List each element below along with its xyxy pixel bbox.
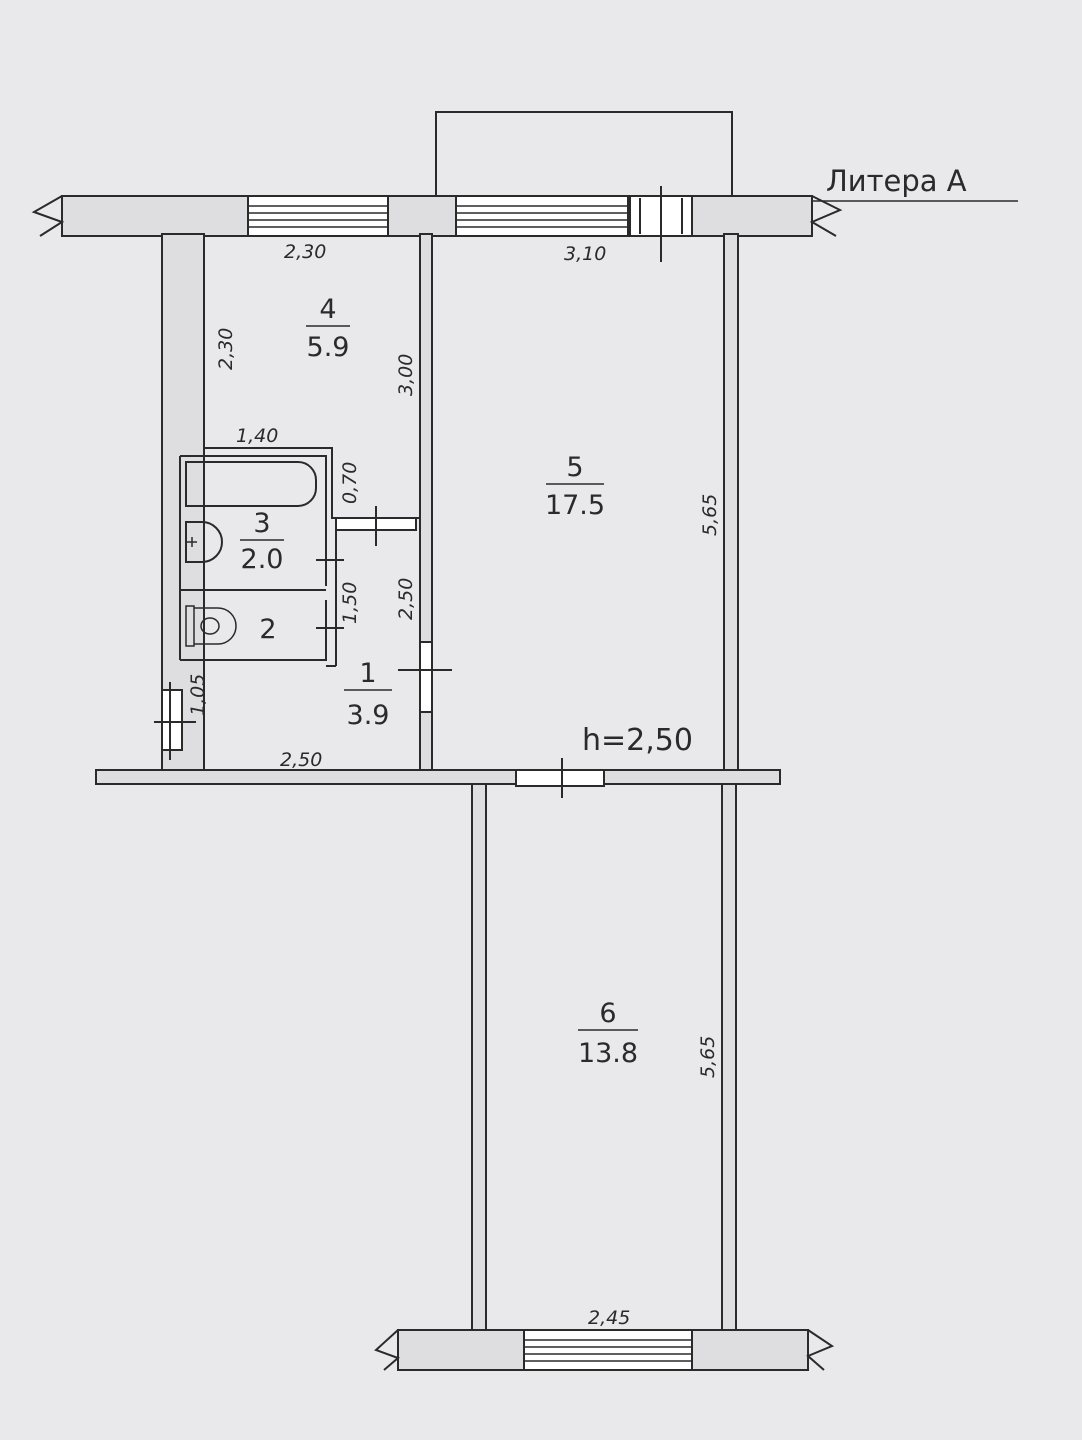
dim-hall-side: 2,50	[395, 578, 417, 620]
room-area: 2.0	[241, 544, 284, 575]
door-room6	[515, 758, 605, 798]
room-2-label: 2	[259, 614, 276, 645]
room6-right-wall	[721, 783, 737, 1331]
toilet-icon	[185, 605, 237, 647]
dim-right-room4: 3,00	[395, 354, 417, 396]
sink-icon	[185, 521, 223, 563]
wall-break-left-icon	[31, 195, 65, 237]
room-area: 17.5	[545, 490, 605, 521]
room-number: 2	[259, 614, 276, 645]
dim-left-room4: 2,30	[215, 328, 237, 370]
room-number: 4	[319, 294, 336, 325]
ceiling-height-label: h=2,50	[582, 723, 693, 758]
left-exterior-wall	[161, 233, 205, 771]
door-kitchen	[335, 506, 417, 546]
dim-hall-bottom: 2,50	[280, 749, 322, 771]
window-room5	[455, 195, 629, 237]
dim-room5-right: 5,65	[699, 494, 721, 536]
balcony	[435, 111, 733, 199]
top-exterior-wall	[61, 195, 813, 237]
dim-top-room4: 2,30	[284, 241, 326, 263]
dim-entry-depth: 1,05	[187, 674, 209, 716]
room-6-label: 6 13.8	[578, 998, 638, 1069]
door-room5	[398, 641, 452, 713]
entrance-door	[154, 682, 196, 760]
dim-room6-bottom: 2,45	[588, 1307, 630, 1329]
wall-break-right-icon	[809, 195, 843, 237]
wall-break-bottom-right-icon	[806, 1329, 835, 1371]
wall-break-bottom-left-icon	[374, 1329, 400, 1371]
window-room6	[523, 1329, 693, 1371]
dim-bath-width: 1,40	[236, 425, 278, 447]
dim-wc-depth: 1,50	[339, 582, 361, 624]
room-area: 3.9	[347, 700, 390, 731]
middle-wall	[95, 769, 781, 785]
liter-label: Литера А	[826, 164, 967, 198]
room6-left-wall	[471, 783, 487, 1331]
dim-bath-depth: 0,70	[339, 462, 361, 504]
balcony-door	[629, 186, 693, 262]
window-room4	[247, 195, 389, 237]
room-4-label: 4 5.9	[306, 294, 350, 363]
room4-bottom-line	[204, 447, 420, 519]
room-1-label: 1 3.9	[344, 658, 392, 731]
bathtub-icon	[185, 461, 317, 507]
room-number: 1	[359, 658, 376, 689]
dim-top-room5: 3,10	[564, 243, 606, 265]
right-wall-room5	[723, 233, 739, 773]
room-number: 5	[566, 452, 583, 483]
room-area: 13.8	[578, 1038, 638, 1069]
room-number: 6	[599, 998, 616, 1029]
room-area: 5.9	[307, 332, 350, 363]
room-3-label: 3 2.0	[240, 508, 284, 575]
room-number: 3	[253, 508, 270, 539]
room-5-label: 5 17.5	[545, 452, 605, 521]
dim-room6-right: 5,65	[697, 1036, 719, 1078]
